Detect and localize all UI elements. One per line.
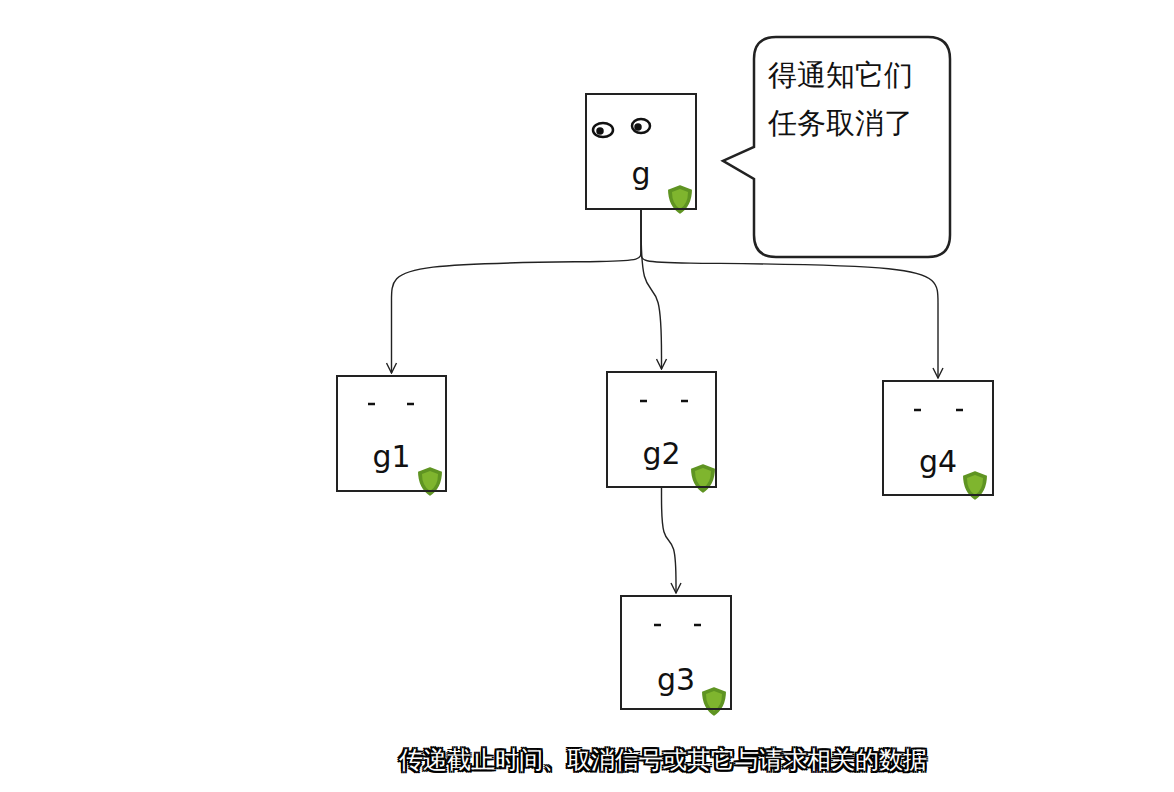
node-label: g4 (919, 444, 957, 480)
node-label: g (631, 156, 650, 192)
goroutine-box: g1 (336, 375, 447, 492)
goroutine-box: g (585, 93, 697, 210)
eyes (593, 119, 650, 137)
face-dashes (368, 401, 963, 625)
speech-bubble: 得通知它们 任务取消了 (720, 35, 952, 259)
arrow-connector (641, 210, 662, 369)
node-label: g1 (372, 439, 410, 475)
speech-text: 得通知它们 任务取消了 (768, 51, 938, 147)
bubble-shape (723, 37, 950, 257)
goroutine-box: g4 (882, 380, 994, 496)
node-label: g2 (642, 436, 680, 472)
goroutine-box: g2 (606, 371, 717, 488)
goroutine-box: g3 (620, 595, 732, 710)
shield-icons (417, 184, 988, 717)
subtitle-caption: 传递截止时间、取消信号或其它与请求相关的数据 (399, 744, 927, 776)
arrow-connector (392, 210, 642, 373)
node-label: g3 (657, 662, 695, 698)
arrow-connector (662, 488, 677, 593)
